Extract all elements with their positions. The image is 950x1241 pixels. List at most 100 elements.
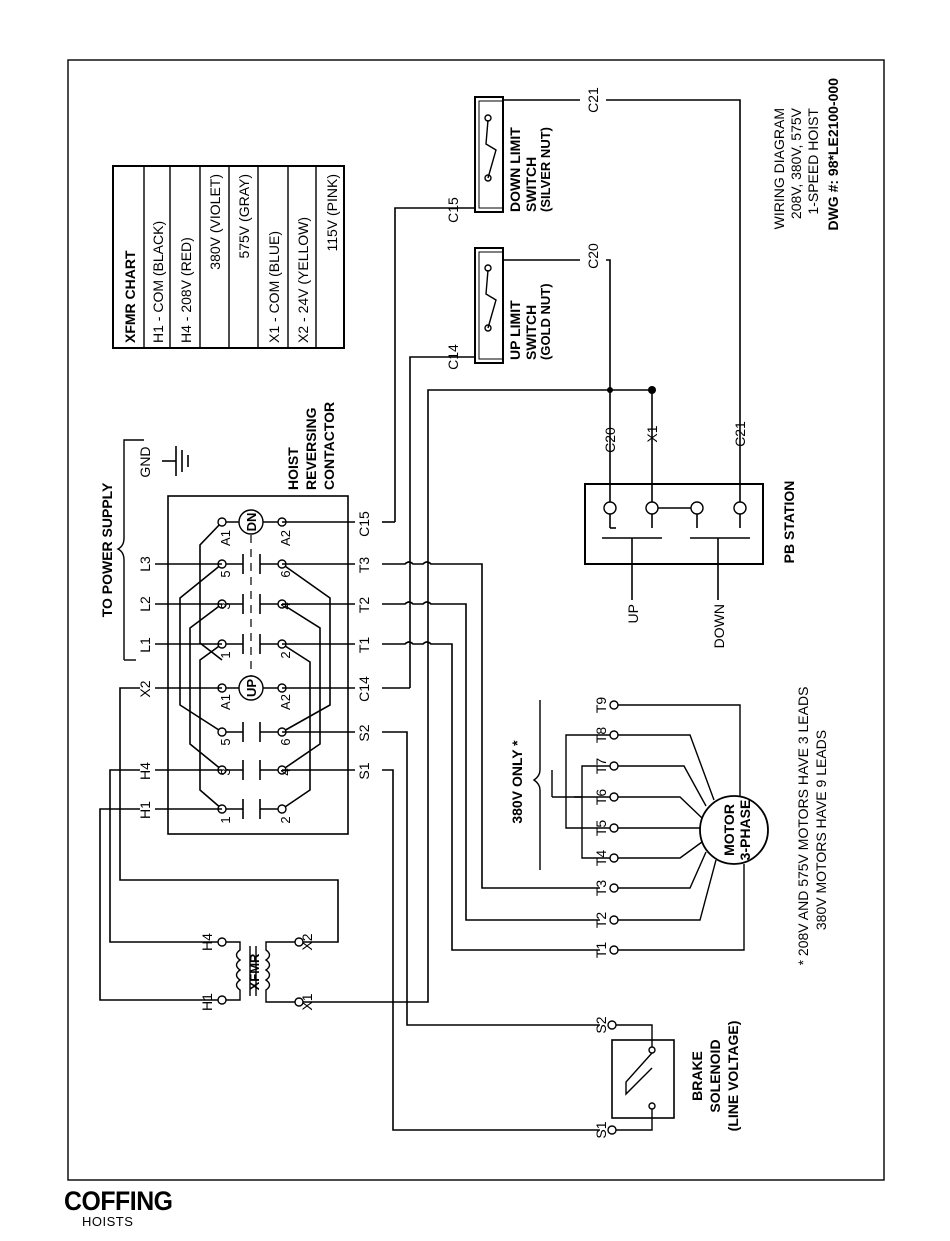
- pin-label: 1: [218, 816, 233, 823]
- pin-label: A2: [278, 530, 293, 546]
- pb-station-title: PB STATION: [781, 481, 797, 564]
- xfmr-chart-row: X1 - COM (BLUE): [266, 231, 282, 343]
- pb-wire-label: C21: [732, 421, 748, 447]
- gnd-label: GND: [137, 446, 153, 477]
- up-limit-switch: C14 C20 UP LIMIT SWITCH (GOLD NUT): [445, 243, 601, 370]
- down-limit-title: SWITCH: [523, 157, 539, 212]
- contactor-title: HOIST: [285, 447, 301, 490]
- xfmr-chart-row: H4 - 208V (RED): [178, 237, 194, 343]
- contactor-right-label: T3: [356, 557, 372, 574]
- pin-label: 2: [278, 651, 293, 658]
- contactor-right-label: C15: [356, 511, 372, 537]
- down-limit-in-label: C15: [445, 197, 461, 223]
- contactor-title: REVERSING: [303, 407, 319, 490]
- pin-label: 2: [278, 816, 293, 823]
- drawing-border: [67, 59, 885, 1181]
- motor-title: MOTOR: [721, 804, 737, 856]
- pb-wire-label: C20: [602, 427, 618, 453]
- brake-s1-label: S1: [593, 1121, 609, 1138]
- dn-coil: DN: [244, 513, 259, 532]
- note-380-only: 380V ONLY *: [509, 740, 525, 824]
- pin-label: 3: [218, 602, 233, 609]
- motor-lead-label: T2: [593, 912, 609, 929]
- down-limit-title: DOWN LIMIT: [507, 127, 523, 212]
- xfmr-chart-row: X2 - 24V (YELLOW): [295, 217, 311, 343]
- logo-main: COFFING: [64, 1186, 173, 1216]
- up-limit-in-label: C14: [445, 344, 461, 370]
- contactor-left-label: H1: [137, 801, 153, 819]
- up-limit-title: UP LIMIT: [507, 300, 523, 360]
- down-limit-switch: C15 C21 DOWN LIMIT SWITCH (SILVER NUT): [445, 87, 601, 223]
- logo-sub: HOISTS: [82, 1214, 134, 1229]
- pin-label: 1: [218, 651, 233, 658]
- motor-lead-label: T6: [593, 789, 609, 806]
- motor-lead-label: T5: [593, 820, 609, 837]
- pin-label: A1: [218, 530, 233, 546]
- title-line: WIRING DIAGRAM: [771, 108, 787, 229]
- drawing-number: DWG #: 98*LE2100-000: [825, 78, 841, 231]
- down-limit-title: (SILVER NUT): [538, 127, 553, 212]
- pb-up-label: UP: [625, 604, 641, 623]
- motor-lead-label: T7: [593, 758, 609, 775]
- line-label-l1: L1: [137, 637, 153, 653]
- title-line: 208V, 380V, 575V: [788, 107, 804, 219]
- pb-station: UP DOWN PB STATION C20 X1 C21: [584, 421, 797, 648]
- motor-lead-label: T9: [593, 697, 609, 714]
- power-supply-label: TO POWER SUPPLY: [99, 482, 115, 617]
- xfmr-h1-label: H1: [199, 993, 215, 1011]
- xfmr-chart-row: 380V (VIOLET): [207, 174, 223, 270]
- pin-label: 4: [278, 768, 293, 775]
- motor-lead-label: T1: [593, 942, 609, 959]
- xfmr-chart-row: H1 - COM (BLACK): [150, 221, 166, 343]
- xfmr-x2-label: X2: [299, 933, 315, 950]
- motor-title: 3-PHASE: [737, 800, 753, 861]
- motor-lead-label: T4: [593, 850, 609, 867]
- pin-label: A1: [218, 694, 233, 710]
- xfmr-label: XFMR: [247, 953, 262, 990]
- up-limit-title: (GOLD NUT): [538, 283, 553, 360]
- motor-lead-note: * 208V AND 575V MOTORS HAVE 3 LEADS: [795, 687, 811, 966]
- brake-solenoid: S2 S1 BRAKE SOLENOID (LINE VOLTAGE): [593, 1016, 741, 1138]
- contactor-left-label: H4: [137, 762, 153, 780]
- up-coil: UP: [244, 679, 259, 697]
- down-limit-out-label: C21: [585, 87, 601, 113]
- brake-s2-label: S2: [593, 1016, 609, 1033]
- transformer: XFMR H4 H1 X2 X1: [199, 933, 315, 1011]
- motor-lead-label: T3: [593, 880, 609, 897]
- pin-label: 5: [218, 738, 233, 745]
- pin-label: 4: [278, 602, 293, 609]
- brake-title: BRAKE: [689, 1051, 705, 1101]
- pin-label: 6: [278, 738, 293, 745]
- hoist-reversing-contactor: HOIST REVERSING CONTACTOR DN UP: [137, 402, 372, 835]
- xfmr-chart-row: 575V (GRAY): [236, 174, 252, 259]
- pin-label: 5: [218, 570, 233, 577]
- coffing-logo: COFFING HOISTS: [64, 1188, 194, 1229]
- pb-down-label: DOWN: [711, 604, 727, 648]
- xfmr-chart-row: 115V (PINK): [324, 174, 340, 252]
- pin-label: 6: [278, 570, 293, 577]
- title-block: WIRING DIAGRAM 208V, 380V, 575V 1-SPEED …: [771, 78, 841, 231]
- title-line: 1-SPEED HOIST: [805, 108, 821, 215]
- wiring: [99, 99, 741, 1131]
- contactor-right-label: S1: [356, 762, 372, 779]
- up-limit-out-label: C20: [585, 243, 601, 269]
- brake-title: SOLENOID: [707, 1039, 723, 1112]
- contactor-right-label: S2: [356, 724, 372, 741]
- xfmr-h4-label: H4: [199, 933, 215, 951]
- contactor-title: CONTACTOR: [321, 402, 337, 490]
- pin-label: 3: [218, 768, 233, 775]
- contactor-right-label: C14: [356, 676, 372, 702]
- up-limit-title: SWITCH: [523, 305, 539, 360]
- pb-wire-label: X1: [644, 425, 660, 442]
- xfmr-chart-title: XFMR CHART: [122, 250, 138, 343]
- contactor-right-label: T2: [356, 597, 372, 614]
- xfmr-chart: XFMR CHART H1 - COM (BLACK) H4 - 208V (R…: [112, 165, 345, 349]
- line-label-l2: L2: [137, 596, 153, 612]
- contactor-left-label: X2: [137, 680, 153, 697]
- line-label-l3: L3: [137, 556, 153, 572]
- motor-lead-label: T8: [593, 727, 609, 744]
- motor: MOTOR 3-PHASE 380V ONLY * T1 T2: [509, 697, 769, 959]
- brake-title: (LINE VOLTAGE): [725, 1021, 741, 1132]
- power-supply: TO POWER SUPPLY GND L1 L2 L3: [99, 439, 189, 661]
- xfmr-x1-label: X1: [299, 993, 315, 1010]
